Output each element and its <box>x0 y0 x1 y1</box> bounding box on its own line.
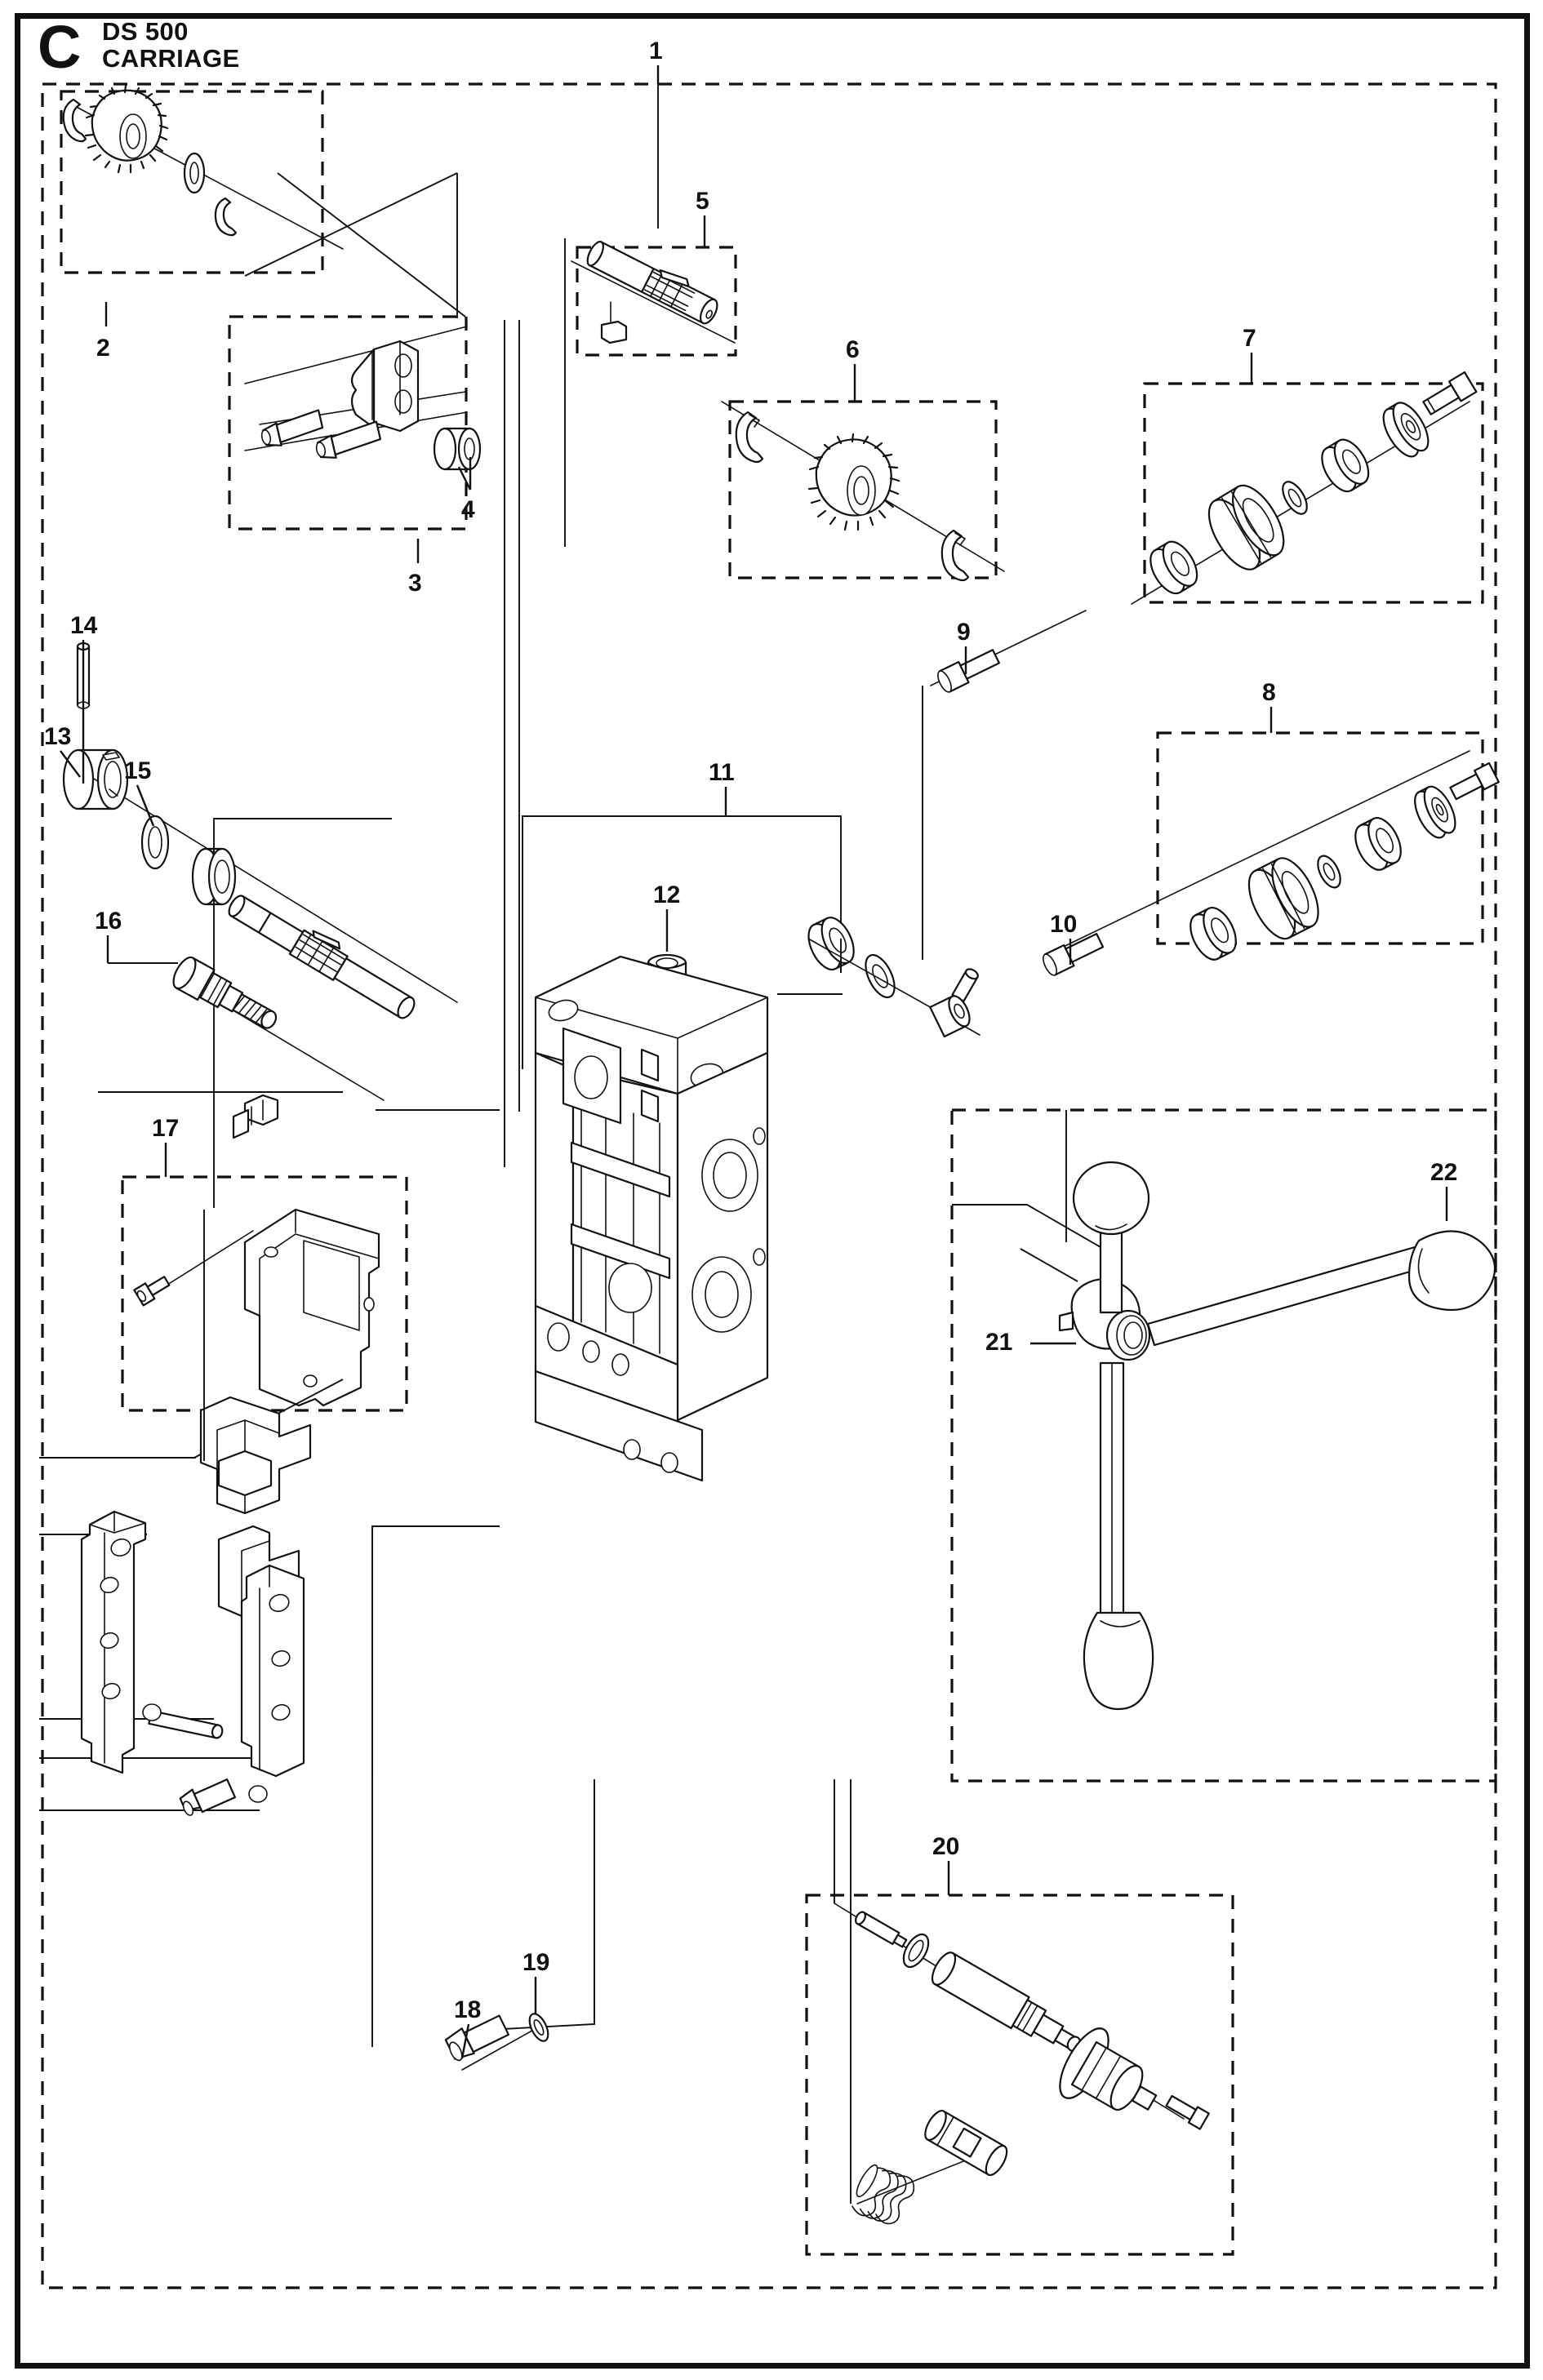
part-shoulder-pin-9 <box>930 610 1087 693</box>
callout-4: 4 <box>461 496 475 523</box>
group-box-6 <box>728 400 998 579</box>
callout-12: 12 <box>653 881 681 908</box>
callout-5: 5 <box>696 188 709 215</box>
group-box-8 <box>1156 731 1484 945</box>
part-bearing-group-8 <box>1052 750 1500 966</box>
callout-7: 7 <box>1243 325 1256 352</box>
title-block: DS 500 CARRIAGE <box>102 18 240 73</box>
group-box-7 <box>1143 382 1484 604</box>
group-box-20 <box>805 1894 1234 2256</box>
callout-17: 17 <box>152 1115 180 1142</box>
part-gear-group-2 <box>62 84 344 250</box>
part-end-plug-10 <box>1043 933 1105 976</box>
group-box-2 <box>60 90 324 274</box>
callout-leaders <box>60 65 1448 2059</box>
callout-16: 16 <box>95 908 122 935</box>
part-slide-plate-group <box>39 1379 344 1816</box>
section-letter: C <box>38 13 82 81</box>
callout-1: 1 <box>649 38 663 64</box>
part-bolt-18-washer-19 <box>444 1779 595 2071</box>
part-plunger-group-20 <box>834 1779 1210 2225</box>
callout-15: 15 <box>124 757 152 784</box>
group-leaders-11 <box>213 815 842 1208</box>
callout-20: 20 <box>932 1833 960 1860</box>
part-housing-bearings <box>801 912 980 1038</box>
part-feed-handle-group <box>952 1110 1496 1711</box>
callout-22: 22 <box>1430 1159 1458 1186</box>
part-collar-group-13 <box>62 642 458 1019</box>
callout-2: 2 <box>96 335 110 362</box>
model-name: DS 500 <box>102 17 189 46</box>
part-bracket-group-3 <box>244 326 482 491</box>
part-gear-housing-11 <box>534 955 769 1482</box>
part-bearing-group-7 <box>1131 371 1478 605</box>
callout-21: 21 <box>985 1329 1013 1356</box>
diagram-header: C DS 500 CARRIAGE <box>0 0 1543 78</box>
callout-9: 9 <box>957 619 971 646</box>
callout-10: 10 <box>1050 911 1078 938</box>
assembly-name: CARRIAGE <box>102 44 240 73</box>
assembly-link-lines <box>203 84 1078 2047</box>
part-gear-clip-group-6 <box>721 401 1005 582</box>
part-spindle-group-5 <box>571 241 736 344</box>
group-box-21-22 <box>950 1108 1497 1783</box>
group-box-3 <box>228 315 468 531</box>
part-grease-fitting-16 <box>98 956 385 1139</box>
group-box-17 <box>121 1175 408 1412</box>
callout-18: 18 <box>454 1996 482 2023</box>
group-box-1 <box>41 82 1497 2289</box>
callout-11: 11 <box>709 759 735 786</box>
part-cover-plate-17 <box>133 1208 380 1407</box>
group-box-5 <box>576 246 737 357</box>
callout-8: 8 <box>1262 679 1276 706</box>
callout-14: 14 <box>70 612 98 639</box>
callout-3: 3 <box>408 570 422 597</box>
callout-13: 13 <box>44 723 72 750</box>
callout-19: 19 <box>522 1949 550 1976</box>
callout-6: 6 <box>846 336 860 363</box>
